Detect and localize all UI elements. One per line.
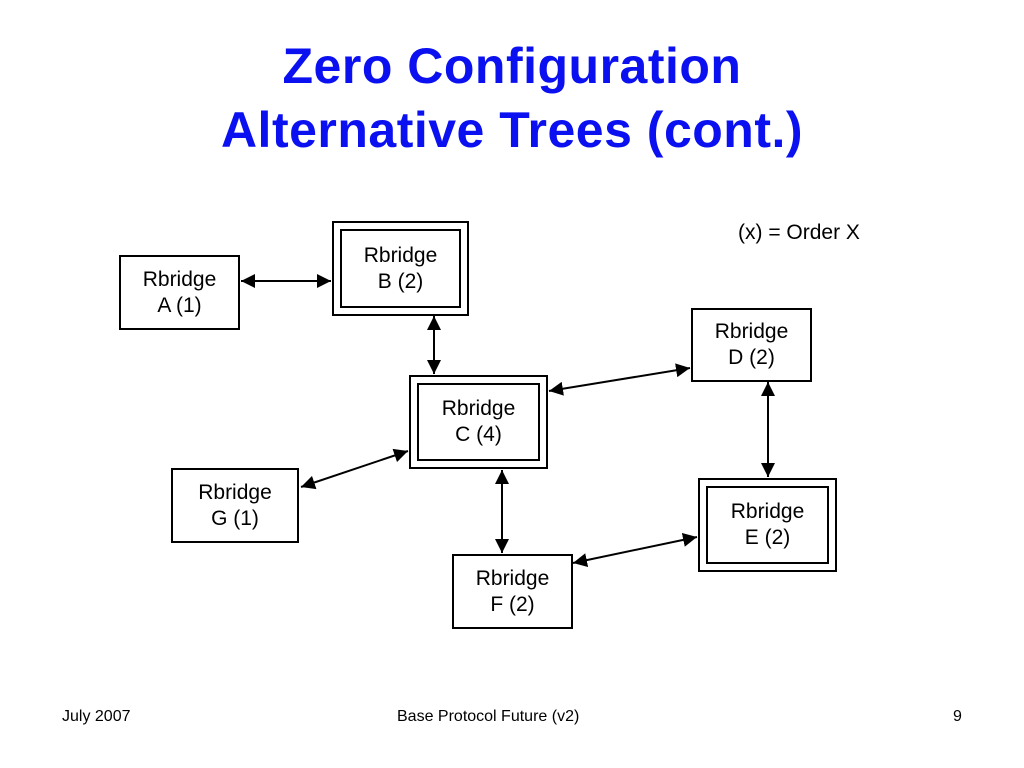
node-rbridge-d: Rbridge D (2) xyxy=(691,308,812,382)
edge-e-f xyxy=(572,533,698,567)
node-b-line1: Rbridge xyxy=(363,243,438,267)
node-e-line1: Rbridge xyxy=(730,500,805,523)
node-rbridge-f: Rbridge F (2) xyxy=(452,554,573,629)
node-a-line2: A (1) xyxy=(157,293,202,317)
node-b-line2: B (2) xyxy=(377,269,424,293)
edge-c-d xyxy=(548,363,691,396)
node-g-line1: Rbridge xyxy=(198,480,272,504)
node-rbridge-b: Rbridge B (2) xyxy=(332,221,469,316)
node-e-line2: E (2) xyxy=(744,526,791,549)
node-d-line2: D (2) xyxy=(728,346,775,369)
node-rbridge-e: Rbridge E (2) xyxy=(698,478,837,572)
footer-date: July 2007 xyxy=(62,708,131,725)
node-f-line2: F (2) xyxy=(490,592,535,616)
edge-c-g xyxy=(300,448,409,490)
node-c-line2: C (4) xyxy=(455,423,502,446)
footer-title: Base Protocol Future (v2) xyxy=(397,708,580,725)
slide-title: Zero Configuration Alternative Trees (co… xyxy=(0,34,1024,162)
title-line-2: Alternative Trees (cont.) xyxy=(220,102,804,158)
order-legend: (x) = Order X xyxy=(738,221,860,244)
node-c-line1: Rbridge xyxy=(441,397,516,420)
title-line-1: Zero Configuration xyxy=(282,38,742,94)
node-rbridge-a: Rbridge A (1) xyxy=(119,255,240,330)
page-number: 9 xyxy=(953,708,962,725)
node-d-line1: Rbridge xyxy=(714,320,789,343)
node-rbridge-g: Rbridge G (1) xyxy=(171,468,299,543)
node-g-line2: G (1) xyxy=(211,506,259,530)
node-f-line1: Rbridge xyxy=(475,566,550,590)
node-rbridge-c: Rbridge C (4) xyxy=(409,375,548,469)
node-a-line1: Rbridge xyxy=(142,267,217,291)
